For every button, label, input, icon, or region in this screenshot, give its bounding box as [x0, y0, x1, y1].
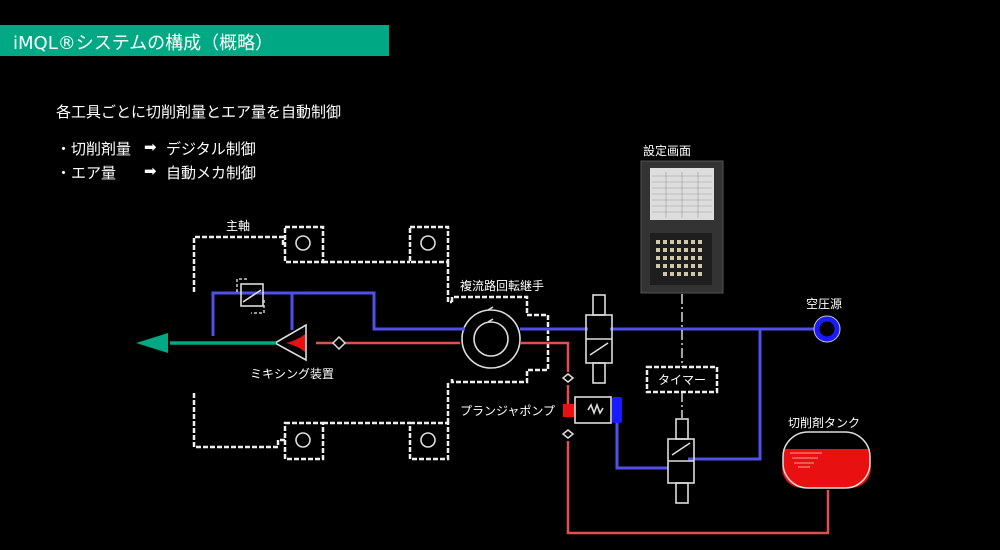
label-coolant-tank: 切削剤タンク — [788, 415, 860, 430]
bullet-value: デジタル制御 — [166, 140, 256, 158]
bullet-air: ・エア量 ➡ 自動メカ制御 — [56, 162, 256, 183]
check-valve-lower — [561, 429, 575, 439]
arrow-icon: ➡ — [144, 138, 157, 156]
label-rotary-joint: 複流路回転継手 — [460, 278, 544, 293]
solenoid-valve-lower — [667, 418, 695, 504]
pressure-regulator — [236, 278, 265, 314]
plunger-pump — [563, 396, 622, 424]
air-source-icon — [813, 315, 841, 343]
bullet-coolant: ・切削剤量 ➡ デジタル制御 — [56, 138, 256, 159]
check-valve-upper — [561, 373, 575, 383]
bullet-item: ・切削剤量 — [56, 140, 132, 158]
title-bar: iMQL®システムの構成（概略） — [0, 25, 389, 56]
label-settings-screen: 設定画面 — [643, 143, 691, 158]
bullet-value: 自動メカ制御 — [166, 164, 257, 182]
check-valve — [331, 335, 347, 351]
headline: 各工具ごとに切削剤量とエア量を自動制御 — [56, 103, 342, 121]
label-plunger-pump: プランジャポンプ — [460, 404, 555, 418]
label-timer: タイマー — [658, 373, 706, 387]
label-spindle: 主軸 — [226, 219, 250, 233]
mixing-device — [273, 323, 307, 362]
coolant-tank-icon — [782, 431, 871, 489]
label-mixing-device: ミキシング装置 — [250, 367, 334, 381]
arrow-icon: ➡ — [144, 162, 157, 180]
output-arrow — [136, 333, 276, 353]
rotary-joint — [450, 295, 550, 384]
label-air-source: 空圧源 — [806, 297, 842, 311]
spindle-housing-bottom — [192, 383, 450, 461]
spindle-housing-top — [192, 225, 452, 304]
settings-screen — [640, 160, 724, 294]
bullet-item: ・エア量 — [56, 164, 117, 182]
air-lines — [211, 291, 818, 470]
solenoid-valve-upper — [585, 294, 613, 384]
page-title: iMQL®システムの構成（概略） — [13, 33, 274, 54]
coolant-lines — [316, 341, 830, 535]
timer-box — [645, 365, 719, 394]
